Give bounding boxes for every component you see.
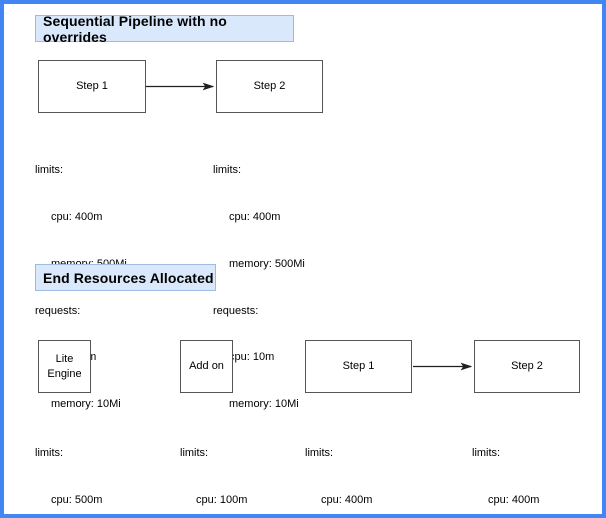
requests-label: requests: bbox=[35, 304, 81, 317]
limits-label: limits: bbox=[213, 164, 242, 177]
resource-block-step-2: limits: cpu: 400m memory: 500Mi requests… bbox=[213, 132, 305, 444]
resource-block-step-1-allocated: limits: cpu: 400m memory: 500Mi requests… bbox=[305, 415, 397, 514]
limits-label: limits: bbox=[180, 447, 209, 460]
node-box-step-1-allocated[interactable]: Step 1 bbox=[305, 340, 412, 393]
limits-memory: memory: 500Mi bbox=[229, 257, 305, 270]
limits-label: limits: bbox=[305, 447, 334, 460]
section-header-sequential-pipeline: Sequential Pipeline with no overrides bbox=[35, 13, 294, 45]
limits-label: limits: bbox=[35, 447, 64, 460]
node-box-step-2-allocated[interactable]: Step 2 bbox=[474, 340, 580, 393]
node-box-lite-engine[interactable]: Lite Engine bbox=[38, 340, 91, 393]
requests-memory: memory: 10Mi bbox=[229, 398, 299, 411]
requests-cpu: cpu: 10m bbox=[229, 351, 275, 364]
limits-cpu: cpu: 400m bbox=[229, 210, 281, 223]
limits-label: limits: bbox=[472, 447, 501, 460]
node-box-add-on[interactable]: Add on bbox=[180, 340, 233, 393]
node-box-step-2[interactable]: Step 2 bbox=[216, 60, 323, 113]
limits-cpu: cpu: 400m bbox=[488, 493, 540, 506]
requests-label: requests: bbox=[213, 304, 259, 317]
node-box-step-1[interactable]: Step 1 bbox=[38, 60, 146, 113]
limits-cpu: cpu: 500m bbox=[51, 493, 103, 506]
limits-cpu: cpu: 400m bbox=[321, 493, 373, 506]
resource-block-lite-engine: limits: cpu: 500m memory: 600Mi requests… bbox=[35, 415, 127, 514]
requests-memory: memory: 10Mi bbox=[51, 398, 121, 411]
limits-cpu: cpu: 400m bbox=[51, 210, 103, 223]
resource-block-step-2-allocated: limits: cpu: 400m memory: 500Mi requests… bbox=[472, 415, 564, 514]
resource-block-add-on: limits: cpu: 100m memory: 100Mi requests… bbox=[180, 415, 272, 514]
limits-cpu: cpu: 100m bbox=[196, 493, 248, 506]
limits-label: limits: bbox=[35, 164, 64, 177]
section-header-end-resources-allocated: End Resources Allocated bbox=[35, 264, 216, 291]
